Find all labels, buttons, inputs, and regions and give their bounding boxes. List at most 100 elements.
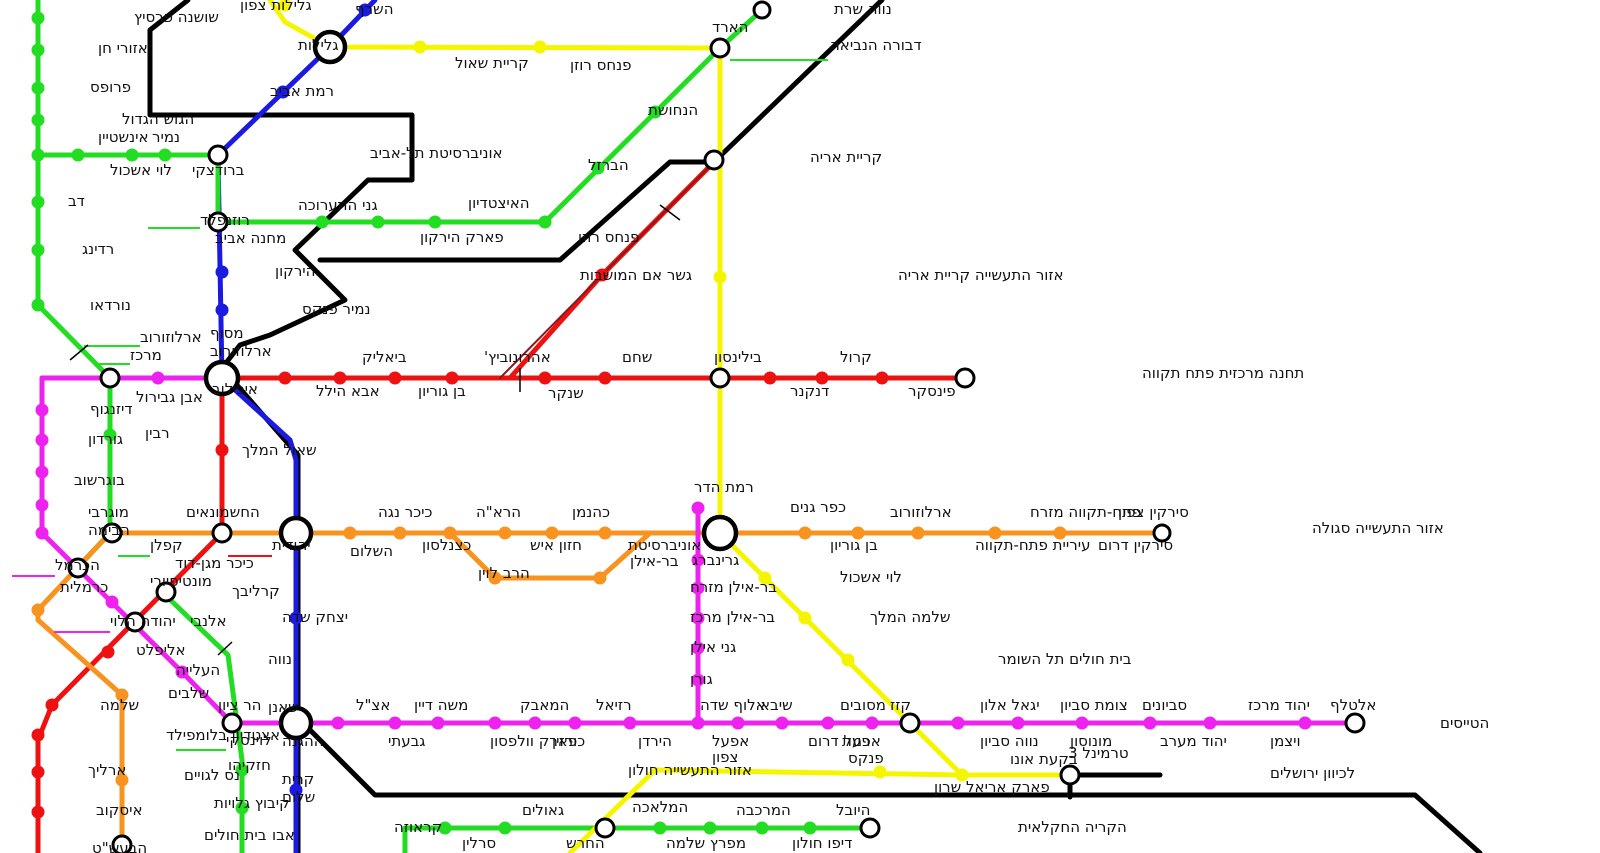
station-dot[interactable] [31, 243, 45, 257]
station-dot[interactable] [623, 716, 637, 730]
station-dot[interactable] [775, 716, 789, 730]
station-dot[interactable] [1143, 716, 1157, 730]
station-dot[interactable] [821, 716, 835, 730]
interchange-station[interactable] [207, 211, 229, 233]
station-dot[interactable] [533, 40, 547, 54]
station-dot[interactable] [1053, 526, 1067, 540]
station-dot[interactable] [591, 161, 605, 175]
station-dot[interactable] [713, 270, 727, 284]
station-dot[interactable] [31, 728, 45, 742]
station-dot[interactable] [151, 371, 165, 385]
station-dot[interactable] [1203, 716, 1217, 730]
station-dot[interactable] [873, 765, 887, 779]
interchange-station[interactable] [278, 515, 314, 551]
station-dot[interactable] [875, 371, 889, 385]
station-dot[interactable] [803, 821, 817, 835]
station-dot[interactable] [498, 821, 512, 835]
interchange-station[interactable] [709, 37, 731, 59]
station-dot[interactable] [235, 763, 249, 777]
station-dot[interactable] [798, 526, 812, 540]
station-dot[interactable] [841, 653, 855, 667]
station-dot[interactable] [545, 526, 559, 540]
station-dot[interactable] [31, 43, 45, 57]
interchange-station[interactable] [278, 705, 314, 741]
station-dot[interactable] [215, 303, 229, 317]
station-dot[interactable] [289, 611, 303, 625]
station-dot[interactable] [1298, 716, 1312, 730]
station-dot[interactable] [815, 371, 829, 385]
station-dot[interactable] [951, 716, 965, 730]
station-dot[interactable] [1011, 716, 1025, 730]
interchange-station[interactable] [67, 557, 89, 579]
station-dot[interactable] [115, 688, 129, 702]
station-dot[interactable] [45, 698, 59, 712]
station-dot[interactable] [388, 371, 402, 385]
station-dot[interactable] [498, 526, 512, 540]
station-dot[interactable] [278, 0, 292, 12]
station-dot[interactable] [593, 571, 607, 585]
station-dot[interactable] [413, 40, 427, 54]
interchange-station[interactable] [1344, 712, 1366, 734]
station-dot[interactable] [595, 268, 609, 282]
station-dot[interactable] [235, 801, 249, 815]
interchange-station[interactable] [709, 367, 731, 389]
interchange-station[interactable] [752, 0, 772, 20]
station-dot[interactable] [333, 371, 347, 385]
station-dot[interactable] [798, 611, 812, 625]
station-dot[interactable] [289, 783, 303, 797]
interchange-station[interactable] [111, 834, 133, 853]
station-dot[interactable] [35, 526, 49, 540]
station-dot[interactable] [35, 403, 49, 417]
station-dot[interactable] [598, 526, 612, 540]
interchange-station[interactable] [203, 359, 241, 397]
station-dot[interactable] [215, 265, 229, 279]
interchange-station[interactable] [1059, 764, 1081, 786]
station-dot[interactable] [851, 526, 865, 540]
station-dot[interactable] [105, 595, 119, 609]
station-dot[interactable] [428, 215, 442, 229]
station-dot[interactable] [371, 215, 385, 229]
station-dot[interactable] [763, 371, 777, 385]
station-dot[interactable] [331, 716, 345, 730]
station-dot[interactable] [278, 371, 292, 385]
station-dot[interactable] [71, 148, 85, 162]
station-dot[interactable] [125, 148, 139, 162]
interchange-station[interactable] [99, 367, 121, 389]
station-dot[interactable] [528, 716, 542, 730]
station-dot[interactable] [988, 526, 1002, 540]
station-dot[interactable] [438, 821, 452, 835]
interchange-station[interactable] [594, 817, 616, 839]
station-dot[interactable] [955, 768, 969, 782]
station-dot[interactable] [276, 85, 290, 99]
station-dot[interactable] [691, 611, 705, 625]
station-dot[interactable] [445, 371, 459, 385]
interchange-station[interactable] [221, 712, 243, 734]
station-dot[interactable] [115, 773, 129, 787]
station-dot[interactable] [691, 641, 705, 655]
station-dot[interactable] [31, 11, 45, 25]
station-dot[interactable] [648, 105, 662, 119]
station-dot[interactable] [31, 603, 45, 617]
interchange-station[interactable] [703, 149, 725, 171]
interchange-station[interactable] [859, 817, 881, 839]
interchange-station[interactable] [954, 367, 976, 389]
station-dot[interactable] [1075, 716, 1089, 730]
station-dot[interactable] [31, 805, 45, 819]
station-dot[interactable] [488, 716, 502, 730]
station-dot[interactable] [35, 498, 49, 512]
interchange-station[interactable] [124, 611, 146, 633]
station-dot[interactable] [101, 645, 115, 659]
interchange-station[interactable] [1152, 523, 1172, 543]
station-dot[interactable] [703, 821, 717, 835]
station-dot[interactable] [158, 148, 172, 162]
station-dot[interactable] [443, 526, 457, 540]
station-dot[interactable] [691, 673, 705, 687]
station-dot[interactable] [35, 465, 49, 479]
station-dot[interactable] [691, 553, 705, 567]
station-dot[interactable] [598, 371, 612, 385]
station-dot[interactable] [488, 571, 502, 585]
station-dot[interactable] [911, 526, 925, 540]
station-dot[interactable] [538, 215, 552, 229]
interchange-station[interactable] [899, 712, 921, 734]
station-dot[interactable] [691, 501, 705, 515]
